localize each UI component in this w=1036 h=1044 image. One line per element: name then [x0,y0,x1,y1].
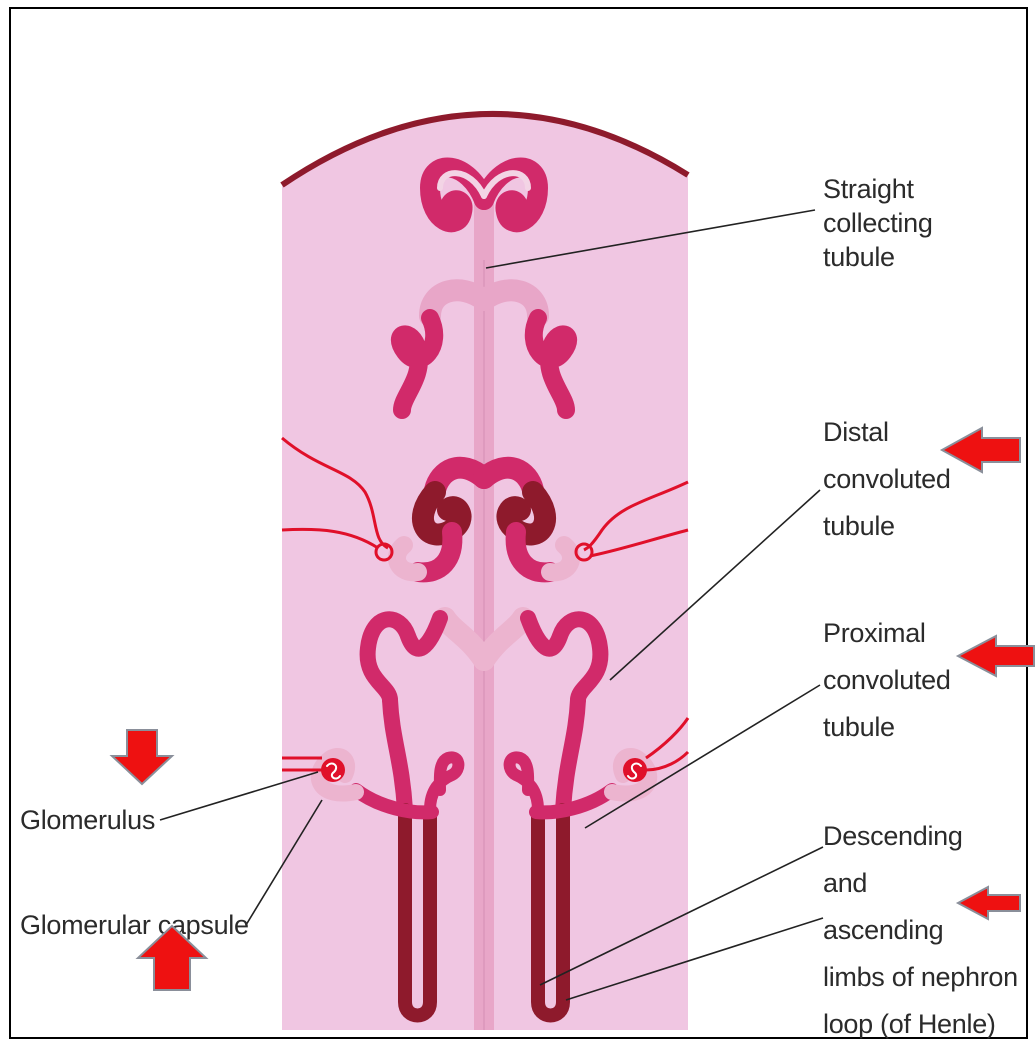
label-loop-3: ascending [823,915,943,945]
label-straight-3: tubule [823,242,895,272]
label-glomerular-capsule: Glomerular capsule [20,910,249,940]
label-distal-2: convoluted [823,464,951,494]
label-loop-4: limbs of nephron [823,962,1018,992]
label-loop-5: loop (of Henle) [823,1009,996,1039]
label-proximal-1: Proximal [823,618,926,648]
label-distal-3: tubule [823,511,895,541]
label-proximal-3: tubule [823,712,895,742]
label-glomerulus: Glomerulus [20,805,155,835]
label-distal-1: Distal [823,417,889,447]
label-straight-2: collecting [823,208,933,238]
straight-collecting-tubule [474,195,494,1030]
label-loop-1: Descending [823,821,963,851]
label-straight-1: Straight [823,174,914,204]
label-proximal-2: convoluted [823,665,951,695]
label-loop-2: and [823,868,867,898]
